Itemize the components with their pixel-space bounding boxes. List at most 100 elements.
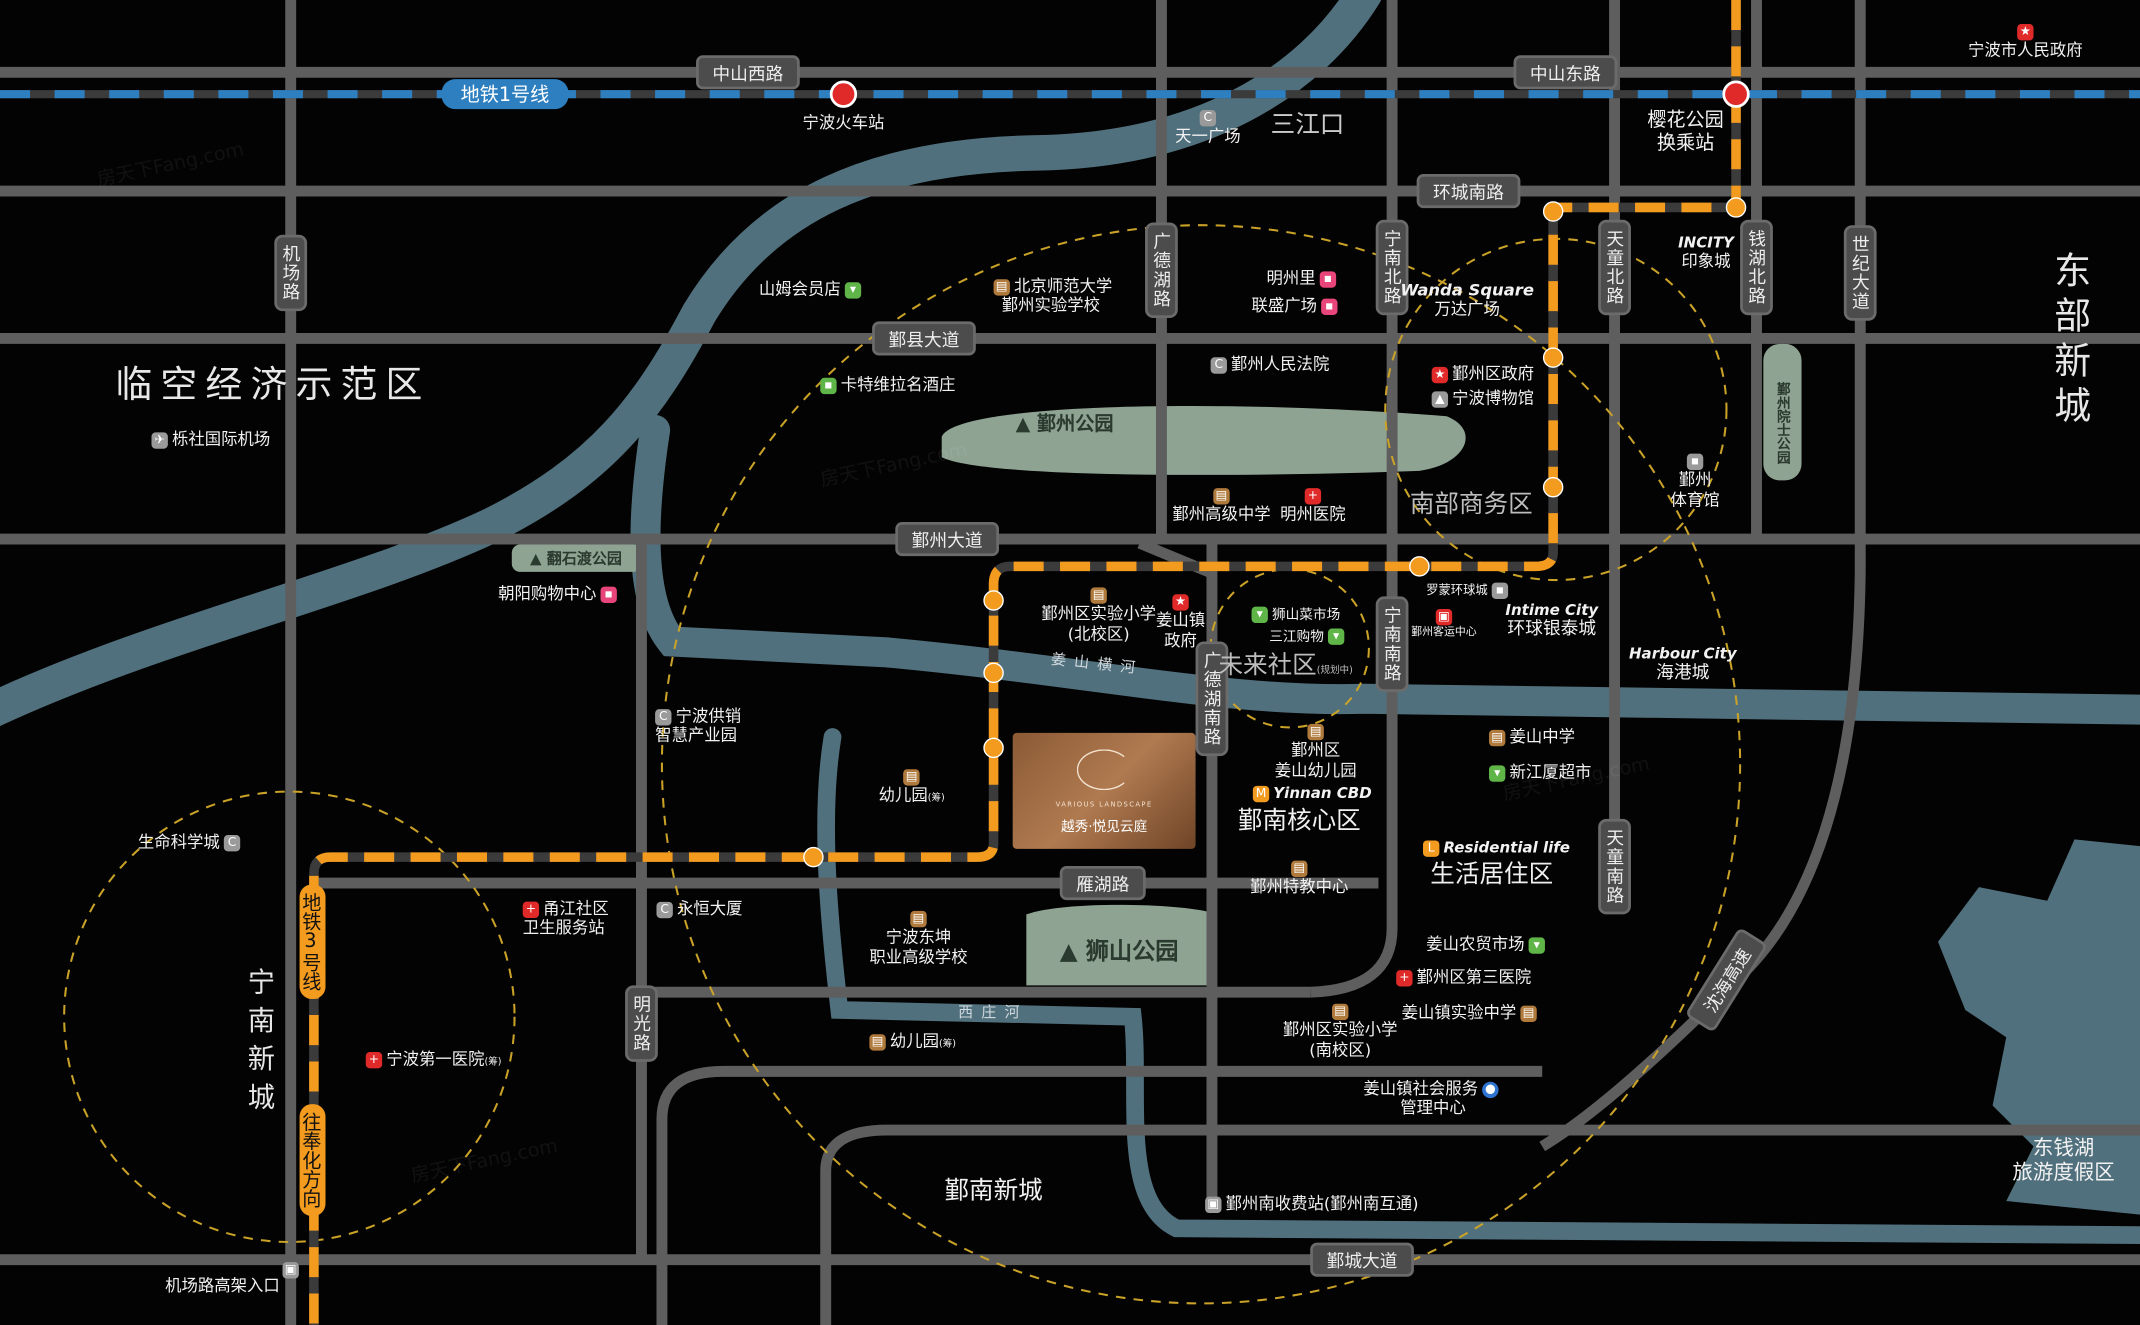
road-shiji: 世纪大道: [1843, 225, 1877, 321]
poi-museum[interactable]: ▲宁波博物馆: [1428, 389, 1534, 409]
poi-sanjiang[interactable]: 三江购物▾: [1269, 628, 1348, 646]
road-zhongshan-east: 中山东路: [1513, 55, 1618, 90]
road-zhongshan-west: 中山西路: [696, 55, 800, 90]
toll-icon: ▣: [1205, 1195, 1222, 1213]
poi-service-center[interactable]: 姜山镇社会服务●管理中心: [1363, 1079, 1502, 1118]
poi-shiyan-north[interactable]: ▤鄞州区实验小学(北校区): [1041, 586, 1156, 644]
project-card[interactable]: VARIOUS LANDSCAPE 越秀·悦见云庭: [1012, 732, 1196, 849]
project-name: 越秀·悦见云庭: [1061, 820, 1148, 836]
cart-icon: ▾: [1251, 606, 1268, 624]
service-icon: ●: [1482, 1081, 1499, 1098]
school-icon: ▤: [903, 768, 920, 785]
school-icon: ▤: [1307, 723, 1324, 740]
road-guangdehu: 广德湖路: [1145, 222, 1178, 318]
poi-gaozhong[interactable]: ▤鄞州高级中学: [1172, 487, 1271, 525]
road-yinzhou: 鄞州大道: [895, 522, 1000, 557]
district-ningnan: 宁南新城: [242, 967, 276, 1121]
school-icon: ▤: [869, 1033, 886, 1050]
poi-yongjiang[interactable]: +甬江社区卫生服务站: [522, 898, 609, 938]
metro-line1-label: 地铁1号线: [441, 79, 569, 110]
poi-mingzhouli[interactable]: 明州里▪: [1267, 269, 1341, 289]
poi-city-gov[interactable]: ★宁波市人民政府: [1968, 23, 2083, 61]
poi-kindergarten-1[interactable]: ▤幼儿园(筹): [878, 768, 945, 806]
district-nanbu: 南部商务区: [1409, 490, 1533, 519]
park-label: 鄞州公园: [1037, 413, 1114, 436]
airplane-icon: ✈: [151, 431, 168, 449]
poi-bnu[interactable]: ▤北京师范大学鄞州实验学校: [989, 277, 1112, 316]
poi-farm-market[interactable]: 姜山农贸市场▾: [1426, 935, 1549, 955]
poi-railway[interactable]: 宁波火车站: [802, 113, 885, 133]
road-tiantong-south: 天童南路: [1598, 818, 1631, 915]
highway-entry-icon: ▣: [282, 1261, 299, 1278]
road-ningnan-south: 宁南南路: [1375, 596, 1409, 692]
mall-icon: ▪: [1491, 582, 1509, 599]
poi-kinder-jiangshan[interactable]: ▤鄞州区姜山幼儿园: [1274, 723, 1357, 780]
label-line: 东钱湖: [2032, 1135, 2095, 1161]
poi-kindergarten-2[interactable]: ▤幼儿园(筹): [865, 1032, 956, 1052]
poi-first-hosp[interactable]: +宁波第一医院(筹): [362, 1049, 502, 1069]
school-icon: ▤: [1520, 1004, 1537, 1022]
hospital-icon: +: [365, 1051, 383, 1068]
c-icon: C: [1210, 356, 1227, 374]
poi-luomeng[interactable]: 罗蒙环球城▪: [1426, 582, 1512, 600]
label-line: 旅游度假区: [2012, 1160, 2115, 1185]
project-logo-icon: [1076, 749, 1132, 791]
poi-shishan-market[interactable]: ▾狮山菜市场: [1247, 606, 1340, 625]
school-icon: ▤: [1090, 586, 1107, 604]
district-weilai: 未来社区(规划中): [1218, 651, 1352, 680]
road-mingguang: 明光路: [625, 985, 658, 1062]
poi-xinjiangsha[interactable]: ▾新江厦超市: [1485, 763, 1591, 783]
poi-jiangshan-ms[interactable]: ▤姜山中学: [1485, 727, 1575, 747]
poi-special-edu[interactable]: ▤鄞州特教中心: [1250, 859, 1349, 897]
shopping-bag-icon: ▪: [600, 585, 617, 603]
shopping-bag-icon: ▪: [1321, 297, 1338, 315]
poi-dongkun[interactable]: ▤宁波东坤职业高级学校: [869, 910, 968, 967]
road-yincheng: 鄞城大道: [1310, 1242, 1414, 1277]
poi-hosp3[interactable]: +鄞州区第三医院: [1392, 967, 1531, 987]
poi-bus-center[interactable]: ▣鄞州客运中心: [1411, 608, 1477, 638]
poi-sams[interactable]: 山姆会员店▾: [759, 280, 865, 300]
road-qianhu-north: 钱湖北路: [1740, 219, 1773, 316]
metro-line3-label: 地铁3号线: [299, 884, 326, 1000]
poi-mingzhou-hosp[interactable]: +明州医院: [1280, 487, 1346, 525]
poi-katewei[interactable]: ▪卡特维拉名酒庄: [816, 375, 955, 395]
district-dongqianhu: 东钱湖旅游度假区: [2012, 1136, 2114, 1185]
star-icon: ★: [2017, 23, 2034, 40]
poi-airport-entry[interactable]: 机场路高架入口: [165, 1275, 280, 1295]
bus-icon: ▣: [1435, 608, 1453, 626]
poi-airport[interactable]: ✈栎社国际机场: [147, 430, 270, 450]
star-icon: ★: [1172, 593, 1189, 610]
district-linkong: 临空经济示范区: [115, 364, 431, 407]
road-tiantong-north: 天童北路: [1598, 219, 1631, 316]
hotel-icon: ▪: [820, 377, 837, 394]
poi-js-shiyan[interactable]: 姜山镇实验中学▤: [1402, 1003, 1541, 1023]
project-en: VARIOUS LANDSCAPE: [1055, 801, 1153, 810]
park-fanshidu: ▲ 翻石渡公园: [530, 550, 622, 568]
poi-toll[interactable]: ▣鄞州南收费站(鄞州南互通): [1201, 1194, 1419, 1214]
poi-liansheng[interactable]: 联盛广场▪: [1252, 296, 1342, 316]
park-yinzhou-shape: [941, 405, 1466, 475]
poi-jiangshan-gov[interactable]: ★姜山镇政府: [1155, 593, 1206, 650]
poi-district-gov[interactable]: ★鄞州区政府: [1428, 364, 1534, 384]
cart-icon: ▾: [1528, 936, 1545, 954]
poi-yinghua[interactable]: 樱花公园换乘站: [1647, 109, 1724, 155]
poi-gym[interactable]: ▪鄞州体育馆: [1670, 452, 1720, 510]
m-icon: M: [1252, 785, 1270, 802]
road-yinxian: 鄞县大道: [872, 321, 976, 356]
poi-chaoyang[interactable]: 朝阳购物中心▪: [498, 584, 621, 604]
school-icon: ▤: [1213, 487, 1230, 504]
poi-shiyan-south[interactable]: ▤鄞州区实验小学(南校区): [1282, 1003, 1398, 1060]
cart-icon: ▾: [1327, 628, 1345, 645]
